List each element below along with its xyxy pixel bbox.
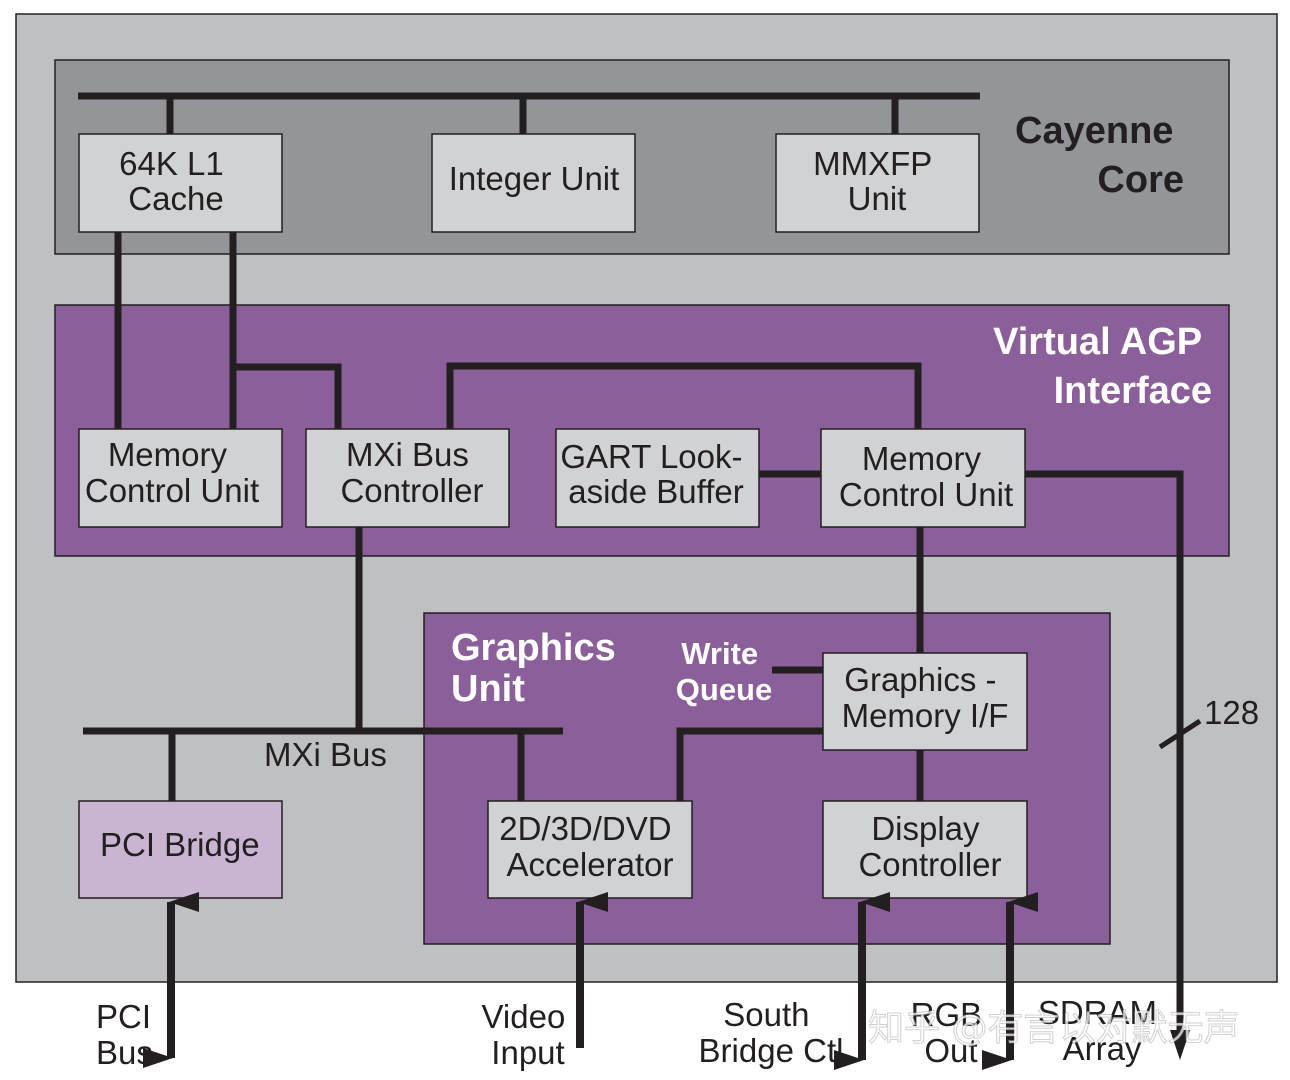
sdram-arrowhead [1170,1030,1190,1060]
graphics-memory-if-block: Graphics - Memory I/F [822,652,1028,751]
svg-text:Integer Unit: Integer Unit [449,160,620,197]
mcu-right-block: Memory Control Unit [820,428,1026,528]
svg-text:PCI Bridge: PCI Bridge [100,826,260,863]
svg-text:2D/3D/DVD Accelerator: 2D/3D/DVD Accelerator [499,810,681,883]
write-queue-label: Write Queue [676,636,772,707]
gart-block: GART Look- aside Buffer [555,428,760,528]
l1-to-mxi-branch [233,363,342,429]
svg-text:Display Controller: Display Controller [858,810,1001,883]
watermark: 知乎 @有言以对默无声 [868,1008,1239,1049]
cayenne-core-title: Cayenne Core [1015,110,1184,201]
svg-text:Graphics - Memory I/F: Graphics - Memory I/F [842,661,1009,734]
mxi-bus-label: MXi Bus [264,736,387,773]
rgb-out-label: RGB Out [911,996,992,1069]
virtual-agp-title: Virtual AGP Interface [993,321,1212,412]
sdram-array-label: SDRAM Array [1038,994,1166,1067]
l1-cache-block: 64K L1 Cache [78,133,283,233]
accel-to-gfx-mem-line [676,727,823,801]
graphics-unit-title: Graphics Unit [451,627,626,710]
svg-text:GART Look- aside Buffer: GART Look- aside Buffer [560,438,751,510]
display-controller-block: Display Controller [822,800,1028,899]
svg-text:MXi Bus Controller: MXi Bus Controller [340,436,483,509]
integer-unit-block: Integer Unit [431,133,636,233]
bus-width-label: 128 [1204,694,1259,731]
svg-text:MMXFP Unit: MMXFP Unit [813,145,941,217]
mcu-to-sdram-line [1025,470,1184,1030]
mxi-to-mcu-right-line [446,362,922,429]
south-bridge-label: South Bridge Ctl [699,996,844,1069]
mmxfp-unit-block: MMXFP Unit [775,133,980,233]
pci-bridge-block: PCI Bridge [78,800,283,899]
mxi-bus-controller-block: MXi Bus Controller [305,428,510,528]
svg-text:64K L1 Cache: 64K L1 Cache [119,145,233,217]
accelerator-block: 2D/3D/DVD Accelerator [487,800,693,899]
interconnects [83,232,1184,1030]
bus-width-tick [1158,718,1202,750]
video-input-label: Video Input [482,998,575,1071]
svg-text:Memory Control Unit: Memory Control Unit [839,440,1013,513]
svg-text:Memory Control Unit: Memory Control Unit [85,436,259,509]
pci-bus-label: PCI Bus [96,998,160,1071]
core-bus [78,92,980,134]
mcu-left-block: Memory Control Unit [78,428,283,528]
